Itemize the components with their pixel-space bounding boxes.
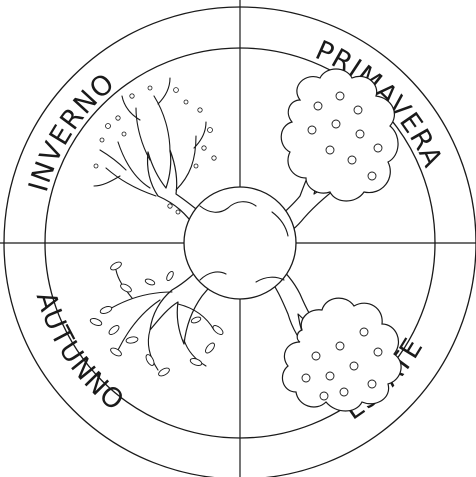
fruit-tree-icon [266, 262, 401, 411]
earth-circle-icon [184, 187, 296, 299]
label-winter: INVERNO [23, 67, 121, 195]
